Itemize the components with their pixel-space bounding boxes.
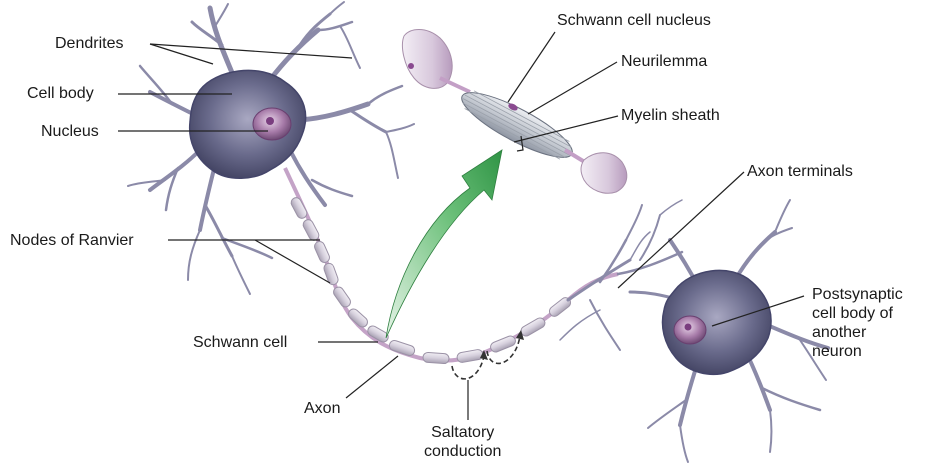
- label-cell-body: Cell body: [27, 84, 94, 103]
- myelin-segments: [289, 196, 572, 364]
- magnification-arrow: [386, 150, 502, 338]
- label-neurilemma: Neurilemma: [621, 52, 707, 71]
- label-dendrites: Dendrites: [55, 34, 123, 53]
- label-myelin-sheath: Myelin sheath: [621, 106, 720, 125]
- label-saltatory-conduction: Saltatory conduction: [424, 423, 501, 461]
- myelin-inset: [402, 30, 626, 194]
- label-axon-terminals: Axon terminals: [747, 162, 853, 181]
- label-schwann-cell-nucleus: Schwann cell nucleus: [557, 11, 711, 30]
- label-nodes-of-ranvier: Nodes of Ranvier: [10, 231, 134, 250]
- label-axon: Axon: [304, 399, 340, 418]
- label-nucleus: Nucleus: [41, 122, 99, 141]
- label-schwann-cell: Schwann cell: [193, 333, 287, 352]
- label-postsynaptic: Postsynaptic cell body of another neuron: [812, 285, 903, 361]
- postsynaptic-nucleus: [674, 316, 706, 344]
